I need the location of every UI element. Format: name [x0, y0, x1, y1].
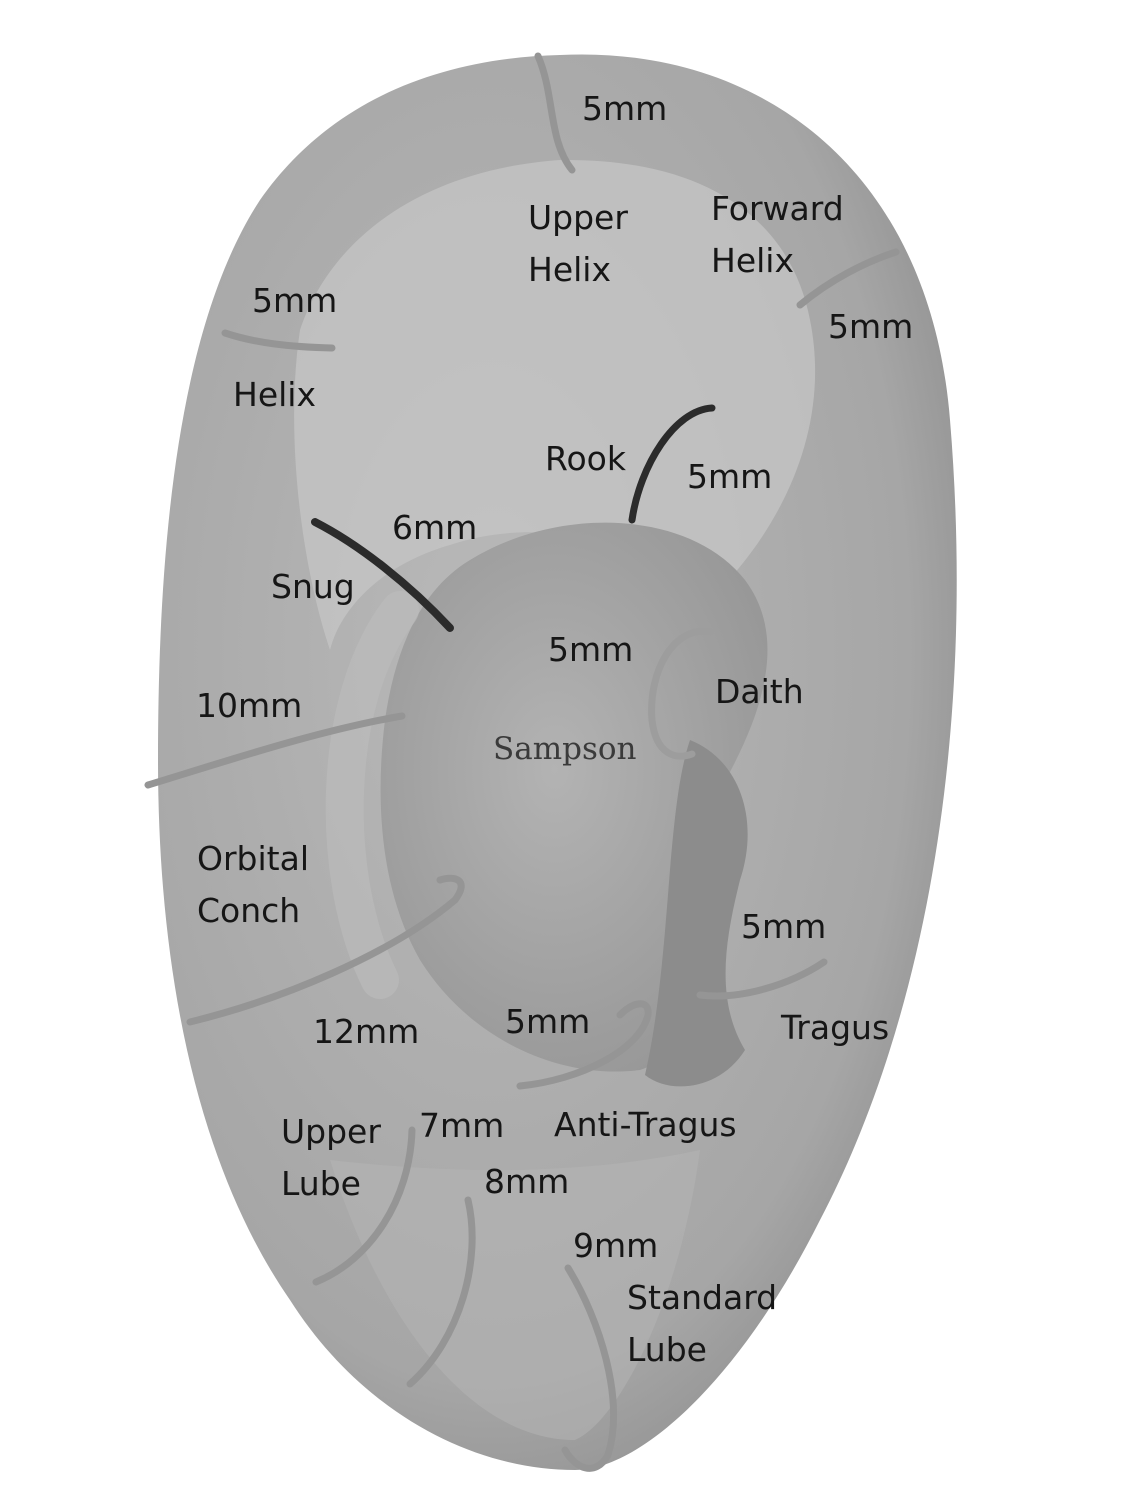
tragus-name-label: Tragus: [780, 1008, 889, 1047]
forward-helix-name-label: Helix: [711, 241, 794, 280]
forward-helix-size-label: 5mm: [828, 307, 913, 346]
helix-ring: [221, 329, 336, 352]
tragus-ring: [696, 958, 828, 1000]
anti-tragus-ring: [516, 1000, 652, 1090]
brand-mark: Sampson: [493, 731, 637, 767]
daith-ring: [648, 627, 714, 760]
helix-name-label: Helix: [233, 375, 316, 414]
orbital-conch-bottom-size-label: 12mm: [313, 1012, 419, 1051]
snug-size-label: 6mm: [392, 508, 477, 547]
upper-helix-name-label: Upper: [528, 198, 628, 237]
standard-lobe-name-label: Lube: [627, 1330, 707, 1369]
daith-size-label: 5mm: [548, 630, 633, 669]
antihelix-ridge: [325, 591, 419, 999]
forward-helix-name-label: Forward: [711, 189, 844, 228]
mid-lobe-size-label: 8mm: [484, 1162, 569, 1201]
standard-lobe-size-label: 9mm: [573, 1226, 658, 1265]
upper-lobe-name-label: Upper: [281, 1112, 381, 1151]
orbital-conch-ring-bottom: [186, 874, 465, 1026]
orbital-conch-name-label: Orbital: [197, 839, 309, 878]
anti-tragus-name-label: Anti-Tragus: [554, 1105, 737, 1144]
upper-helix-size-label: 5mm: [582, 89, 667, 128]
upper-lobe-name-label: Lube: [281, 1164, 361, 1203]
upper-lobe-size-label: 7mm: [419, 1106, 504, 1145]
orbital-conch-name-label: Conch: [197, 891, 300, 930]
forward-helix-ring: [796, 248, 900, 309]
tragus-size-label: 5mm: [741, 907, 826, 946]
helix-rim: [294, 159, 816, 650]
daith-name-label: Daith: [715, 672, 804, 711]
snug-name-label: Snug: [271, 567, 355, 606]
rook-ring: [628, 404, 716, 524]
rook-name-label: Rook: [545, 439, 627, 478]
snug-ring: [311, 518, 454, 632]
ear-canal: [645, 740, 748, 1087]
mid-lobe-ring: [406, 1196, 476, 1388]
upper-lobe-ring: [312, 1126, 416, 1286]
standard-lobe-ring: [561, 1264, 617, 1472]
standard-lobe-name-label: Standard: [627, 1278, 777, 1317]
orbital-conch-size-label: 10mm: [196, 686, 302, 725]
rook-size-label: 5mm: [687, 457, 772, 496]
upper-helix-ring: [534, 52, 576, 174]
helix-size-label: 5mm: [252, 281, 337, 320]
anti-tragus-size-label: 5mm: [505, 1002, 590, 1041]
orbital-conch-ring-top: [144, 712, 406, 789]
upper-helix-name-label: Helix: [528, 250, 611, 289]
